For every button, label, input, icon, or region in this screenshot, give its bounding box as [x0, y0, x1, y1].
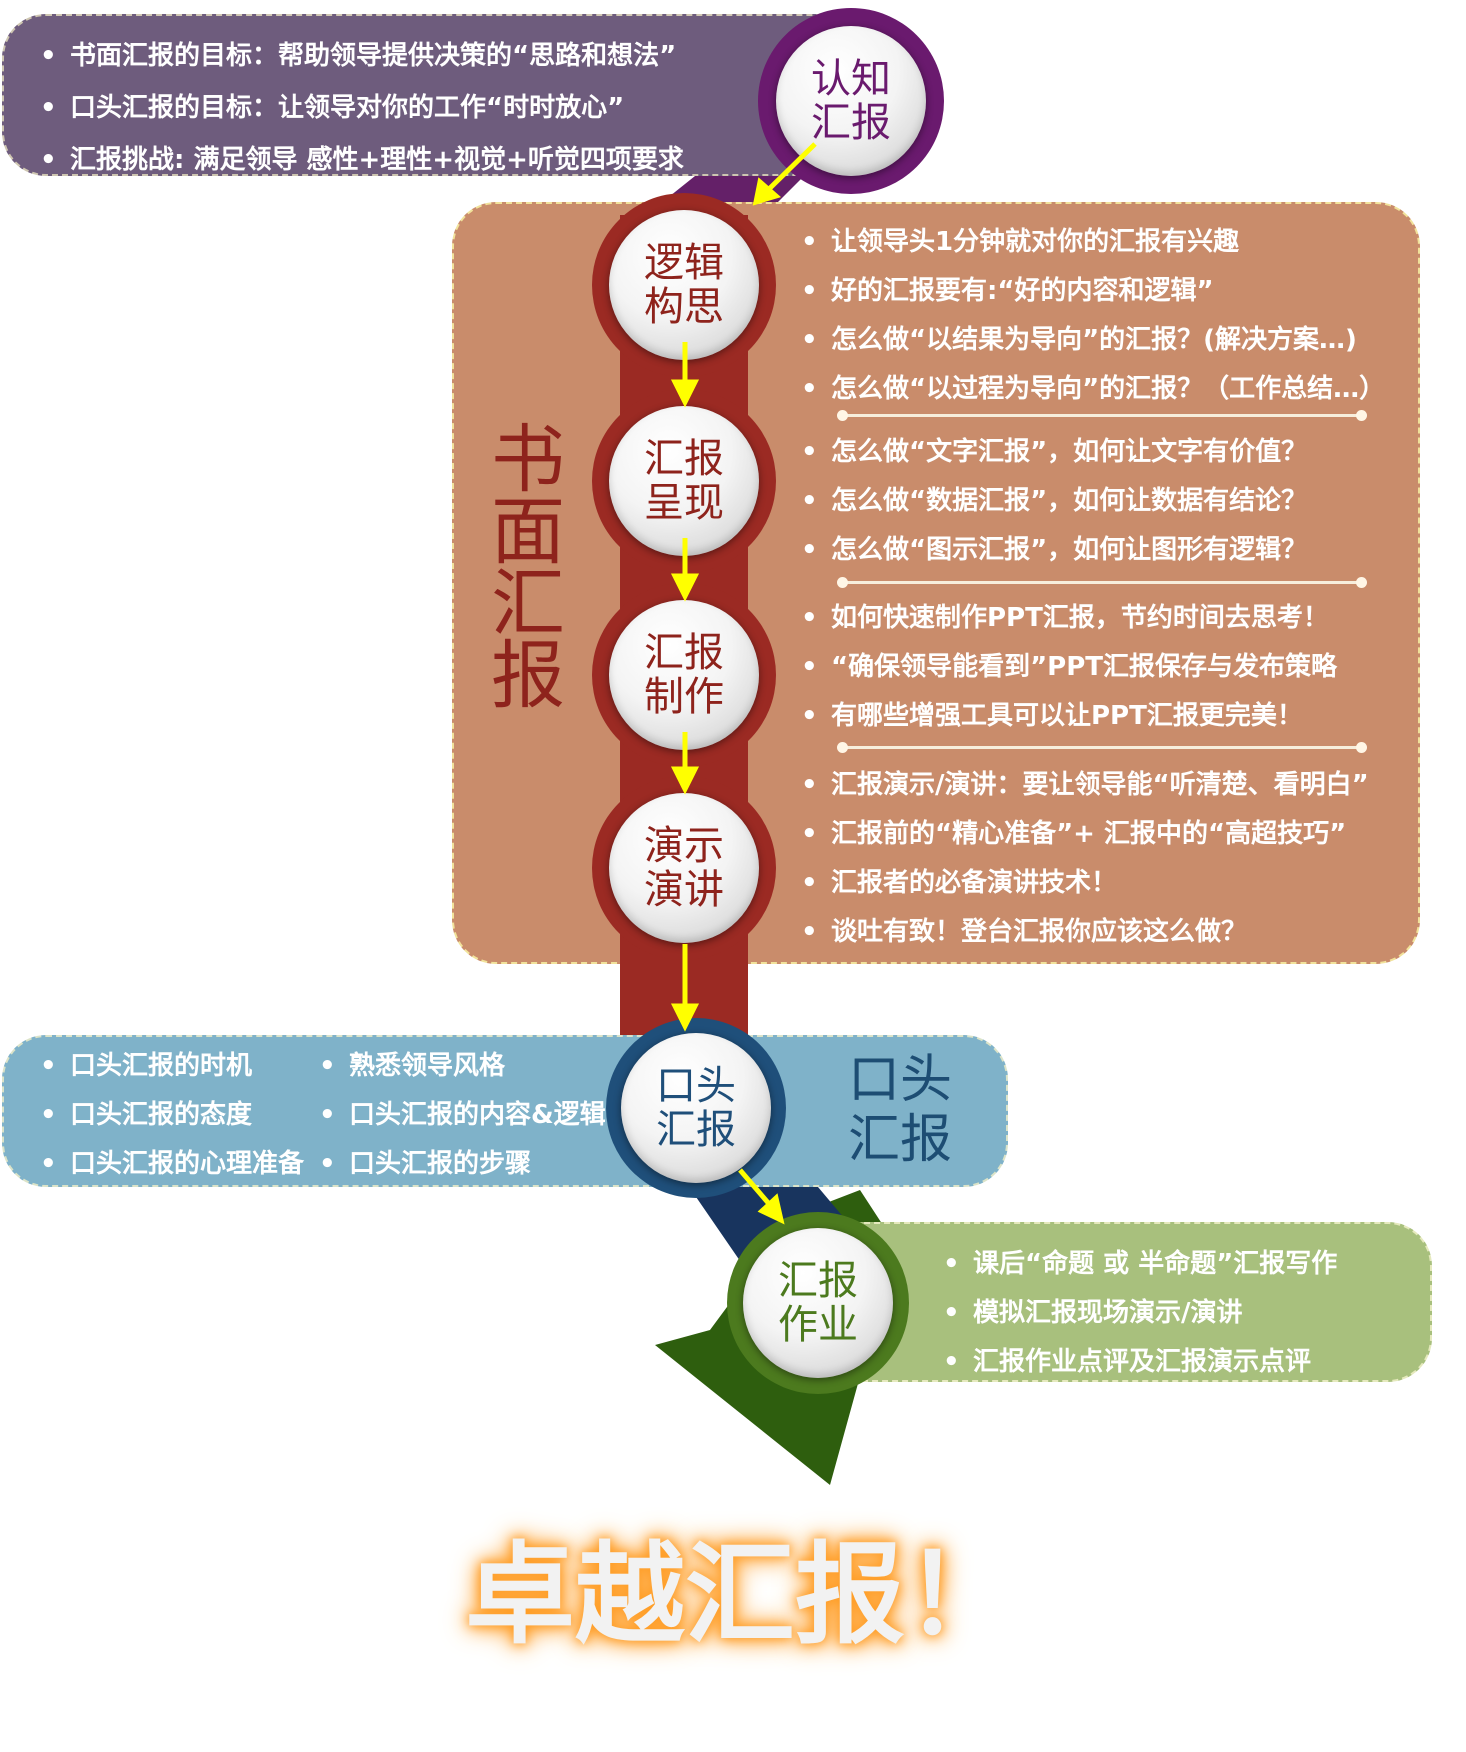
- stage4-bullet-3: 汇报者的必备演讲技术！: [795, 859, 1369, 908]
- stage2-bullet-3: 怎么做“图示汇报”，如何让图形有逻辑？: [795, 526, 1307, 575]
- oral-node-line-2: 汇报: [656, 1107, 736, 1153]
- stage1-node-line-1: 逻辑: [644, 240, 724, 286]
- arrow-logic-to-presentation: [670, 342, 700, 408]
- homework-node: 汇报作业: [743, 1228, 893, 1378]
- oral-node-line-1: 口头: [656, 1063, 736, 1109]
- arrow-speech-to-oral: [670, 944, 700, 1032]
- stage1-bullet-2: 好的汇报要有:“好的内容和逻辑”: [795, 267, 1385, 316]
- oral-left-bullet-3: 口头汇报的心理准备: [34, 1140, 304, 1189]
- homework-bullet-2: 模拟汇报现场演示/演讲: [937, 1289, 1337, 1338]
- homework-node-line-2: 作业: [778, 1302, 858, 1348]
- oral-bullets-left: 口头汇报的时机 口头汇报的态度 口头汇报的心理准备: [34, 1042, 304, 1189]
- homework-node-line-1: 汇报: [778, 1258, 858, 1304]
- stage3-bullets: 如何快速制作PPT汇报，节约时间去思考！ “确保领导能看到”PPT汇报保存与发布…: [795, 594, 1337, 741]
- stage4-bullet-4: 谈吐有致！登台汇报你应该这么做？: [795, 908, 1369, 957]
- stage1-bullet-1: 让领导头1分钟就对你的汇报有兴趣: [795, 218, 1385, 267]
- awareness-bullets: 书面汇报的目标：帮助领导提供决策的“思路和想法” 口头汇报的目标：让领导对你的工…: [34, 30, 684, 186]
- oral-right-bullet-3: 口头汇报的步骤: [313, 1140, 606, 1189]
- stage1-bullets: 让领导头1分钟就对你的汇报有兴趣 好的汇报要有:“好的内容和逻辑” 怎么做“以结…: [795, 218, 1385, 414]
- stage4-bullet-2: 汇报前的“精心准备”+ 汇报中的“高超技巧”: [795, 810, 1369, 859]
- oral-label: 口头 汇报: [840, 1050, 960, 1170]
- oral-node: 口头汇报: [621, 1033, 771, 1183]
- arrow-presentation-to-production: [670, 538, 700, 602]
- stage2-node-line-1: 汇报: [644, 436, 724, 482]
- oral-left-bullet-2: 口头汇报的态度: [34, 1091, 304, 1140]
- separator-2: [837, 577, 1367, 588]
- arrow-oral-to-homework: [738, 1168, 785, 1225]
- stage4-node: 演示演讲: [609, 793, 759, 943]
- oral-right-bullet-1: 熟悉领导风格: [313, 1042, 606, 1091]
- oral-label-line-2: 汇报: [847, 1110, 952, 1170]
- homework-bullet-1: 课后“命题 或 半命题”汇报写作: [937, 1240, 1337, 1289]
- stage3-node-line-2: 制作: [644, 674, 724, 720]
- oral-left-bullet-1: 口头汇报的时机: [34, 1042, 304, 1091]
- stage4-bullet-1: 汇报演示/演讲：要让领导能“听清楚、看明白”: [795, 761, 1369, 810]
- stage4-node-line-1: 演示: [644, 823, 724, 869]
- awareness-bullet-3: 汇报挑战: 满足领导 感性+理性+视觉+听觉四项要求: [34, 134, 684, 186]
- awareness-bullet-2: 口头汇报的目标：让领导对你的工作“时时放心”: [34, 82, 684, 134]
- stage1-bullet-4: 怎么做“以过程为导向”的汇报？（工作总结…）: [795, 365, 1385, 414]
- stage2-bullets: 怎么做“文字汇报”，如何让文字有价值？ 怎么做“数据汇报”，如何让数据有结论？ …: [795, 428, 1307, 575]
- stage3-bullet-1: 如何快速制作PPT汇报，节约时间去思考！: [795, 594, 1337, 643]
- stage2-bullet-2: 怎么做“数据汇报”，如何让数据有结论？: [795, 477, 1307, 526]
- stage1-node-line-2: 构思: [644, 284, 724, 330]
- awareness-node-line-1: 认知: [811, 56, 891, 102]
- stage1-node: 逻辑构思: [609, 210, 759, 360]
- written-label: 书面汇报: [491, 417, 565, 719]
- awareness-bullet-1: 书面汇报的目标：帮助领导提供决策的“思路和想法”: [34, 30, 684, 82]
- oral-bullets-right: 熟悉领导风格 口头汇报的内容&逻辑 口头汇报的步骤: [313, 1042, 606, 1189]
- oral-label-line-1: 口头: [847, 1050, 952, 1110]
- oral-right-bullet-2: 口头汇报的内容&逻辑: [313, 1091, 606, 1140]
- stage2-node: 汇报呈现: [609, 406, 759, 556]
- stage2-bullet-1: 怎么做“文字汇报”，如何让文字有价值？: [795, 428, 1307, 477]
- stage1-bullet-3: 怎么做“以结果为导向”的汇报？(解决方案…): [795, 316, 1385, 365]
- separator-3: [837, 742, 1367, 753]
- separator-1: [837, 410, 1367, 421]
- stage4-node-line-2: 演讲: [644, 867, 724, 913]
- homework-bullet-3: 汇报作业点评及汇报演示点评: [937, 1338, 1337, 1387]
- stage3-node-line-1: 汇报: [644, 630, 724, 676]
- homework-bullets: 课后“命题 或 半命题”汇报写作 模拟汇报现场演示/演讲 汇报作业点评及汇报演示…: [937, 1240, 1337, 1387]
- final-text: 卓越汇报！: [465, 1531, 1015, 1659]
- stage3-bullet-3: 有哪些增强工具可以让PPT汇报更完美！: [795, 692, 1337, 741]
- stage3-bullet-2: “确保领导能看到”PPT汇报保存与发布策略: [795, 643, 1337, 692]
- arrow-awareness-to-logic: [752, 142, 817, 206]
- stage2-node-line-2: 呈现: [644, 480, 724, 526]
- awareness-node-line-2: 汇报: [811, 100, 891, 146]
- stage3-node: 汇报制作: [609, 600, 759, 750]
- stage4-bullets: 汇报演示/演讲：要让领导能“听清楚、看明白” 汇报前的“精心准备”+ 汇报中的“…: [795, 761, 1369, 957]
- awareness-node: 认知汇报: [776, 26, 926, 176]
- arrow-production-to-speech: [670, 732, 700, 795]
